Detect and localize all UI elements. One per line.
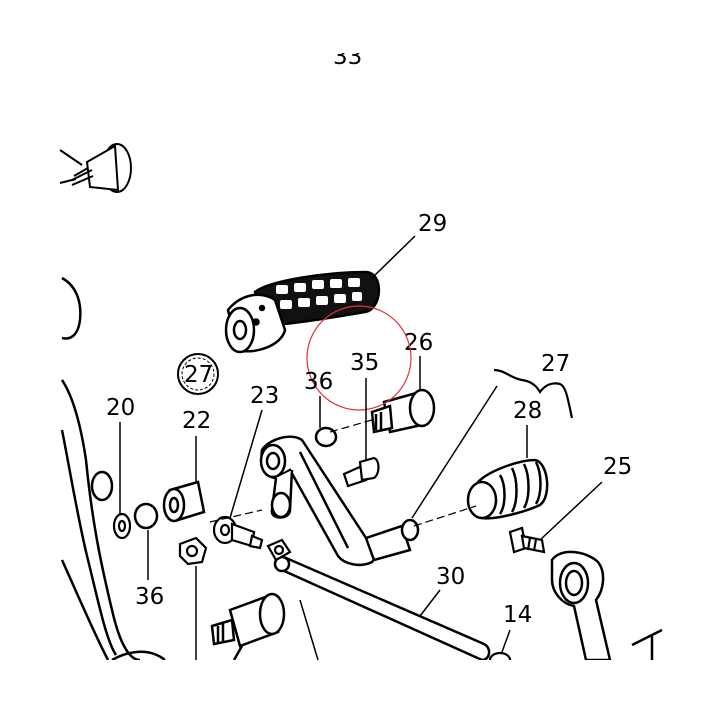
o-ring-part-36-lower [133, 502, 159, 530]
label-36-upper: 36 [304, 369, 333, 395]
label-27-bracket: 27 [541, 351, 570, 377]
upper-left-stud-part [59, 143, 132, 193]
washer-part-20 [112, 512, 132, 540]
label-14: 14 [503, 602, 532, 628]
label-29: 29 [418, 211, 447, 237]
bracket-27 [493, 368, 574, 419]
label-27-circled: 27 [184, 362, 213, 388]
label-35: 35 [350, 350, 379, 376]
label-28: 28 [513, 398, 542, 424]
o-ring-part-36-upper [314, 426, 338, 448]
leader-27-bracket [411, 385, 498, 519]
label-22: 22 [182, 408, 211, 434]
bottom-margin [0, 660, 720, 720]
pin-part-26 [370, 388, 436, 434]
leader-lower-middle [299, 599, 319, 661]
bolt-part-25 [508, 526, 546, 554]
footrest-rubber-part-29 [224, 270, 381, 354]
leader-30 [419, 589, 441, 617]
label-30: 30 [436, 564, 465, 590]
hex-nut-left [178, 536, 208, 566]
rod-end-part-23 [212, 515, 264, 550]
label-23: 23 [250, 383, 279, 409]
circled-27-outer [177, 353, 219, 395]
nut-part-14b [266, 538, 292, 562]
axis-dash-left [209, 509, 263, 523]
leader-23 [229, 409, 263, 519]
pedal-lever-arm [259, 435, 420, 567]
leader-14 [501, 629, 511, 653]
axis-dash-right [413, 505, 477, 527]
bushing-part-22 [162, 480, 206, 523]
left-frame-outline [60, 276, 166, 662]
axis-dash-upper [329, 419, 373, 433]
right-lower-bracket [550, 550, 663, 662]
bolt-part-35 [342, 456, 380, 488]
label-20: 20 [106, 395, 135, 421]
label-25: 25 [603, 454, 632, 480]
lower-stud-part [210, 592, 286, 661]
circled-27-inner [181, 357, 215, 391]
leader-25 [539, 481, 603, 541]
label-36-lower: 36 [135, 584, 164, 610]
damper-part-28 [466, 458, 549, 520]
leader-29 [371, 235, 416, 279]
highlight-circle [306, 305, 412, 411]
